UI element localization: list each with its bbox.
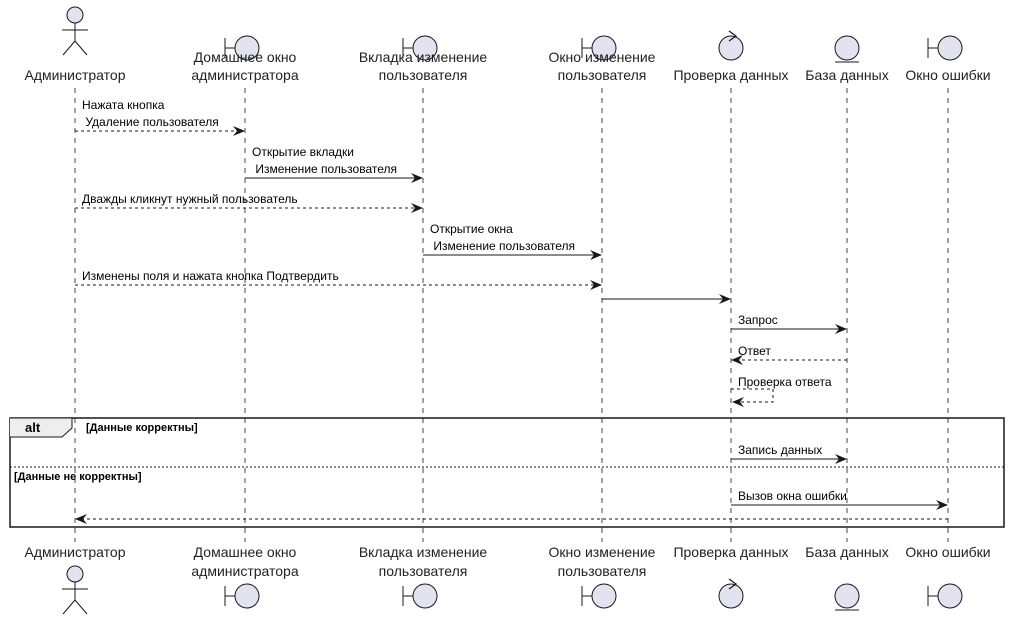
participant-top-db: База данных	[805, 35, 889, 83]
participant-label: Вкладка изменение	[359, 49, 488, 65]
participant-label: Домашнее окно	[194, 544, 297, 560]
message-label: Нажата кнопка	[82, 98, 165, 112]
message-label: Запрос	[738, 313, 778, 327]
message: Открытие окна Изменение пользователя	[423, 222, 602, 260]
actor-icon	[62, 6, 88, 56]
participant-top-err: Окно ошибки	[905, 35, 991, 83]
message-arrow	[731, 388, 774, 407]
message: Открытие вкладки Изменение пользователя	[245, 145, 423, 183]
participant-label: пользователя	[558, 563, 647, 579]
participant-bottom-home: Домашнее окно администратора	[191, 544, 299, 609]
alt-keyword-tab	[10, 417, 73, 438]
message-label: Изменение пользователя	[252, 162, 397, 176]
participant-label: пользователя	[558, 67, 647, 83]
message-label: Дважды кликнут нужный пользователь	[82, 192, 298, 206]
participant-label: администратора	[191, 67, 298, 83]
message: Ответ	[731, 344, 847, 365]
participant-label: База данных	[805, 544, 888, 560]
control-icon	[718, 30, 744, 61]
message-label: Открытие окна	[430, 222, 513, 236]
message: Запрос	[731, 313, 847, 334]
control-icon	[718, 578, 744, 609]
participant-label: База данных	[805, 67, 888, 83]
message: Нажата кнопка Удаление пользователя	[75, 98, 245, 136]
alt-guard-correct: [Данные корректны]	[86, 422, 198, 434]
participant-label: Окно изменение	[549, 49, 656, 65]
boundary-icon	[581, 583, 617, 609]
boundary-icon	[224, 583, 260, 609]
message-label: Удаление пользователя	[82, 115, 219, 129]
participant-label: Вкладка изменение	[359, 544, 488, 560]
alt-guard-incorrect: [Данные не корректны]	[14, 471, 142, 483]
boundary-icon	[581, 35, 617, 61]
messages: Нажата кнопка Удаление пользователяОткры…	[75, 98, 948, 524]
message-label: Ответ	[738, 344, 771, 358]
message: Запись данных	[731, 443, 847, 464]
participant-label: пользователя	[379, 563, 468, 579]
entity-icon	[834, 35, 860, 63]
participant-label: Администратор	[24, 544, 125, 560]
entity-icon	[834, 583, 860, 611]
lifelines	[74, 88, 949, 542]
participant-bottom-db: База данных	[805, 544, 889, 611]
participant-label: Проверка данных	[673, 67, 788, 83]
participant-bottom-check: Проверка данных	[673, 544, 789, 609]
participant-label: администратора	[191, 563, 298, 579]
participant-top-home: Домашнее окно администратора	[191, 35, 299, 83]
boundary-icon	[402, 35, 438, 61]
participant-top-check: Проверка данных	[673, 30, 789, 83]
participant-label: Окно ошибки	[905, 67, 990, 83]
participant-label: Проверка данных	[673, 544, 788, 560]
message-label: Изменены поля и нажата кнопка Подтвердит…	[82, 269, 339, 283]
message: Дважды кликнут нужный пользователь	[75, 192, 423, 213]
participant-label: Домашнее окно	[194, 49, 297, 65]
message: Вызов окна ошибки	[731, 489, 948, 510]
message: Изменены поля и нажата кнопка Подтвердит…	[75, 269, 602, 290]
message: Проверка ответа	[731, 375, 832, 407]
participant-bottom-err: Окно ошибки	[905, 544, 991, 609]
participant-top-win: Окно изменение пользователя	[549, 35, 656, 83]
participant-label: пользователя	[379, 67, 468, 83]
message-label: Открытие вкладки	[252, 145, 354, 159]
alt-fragment-frame	[9, 417, 1005, 528]
participant-bottom-win: Окно изменение пользователя	[549, 544, 656, 609]
message-label: Запись данных	[738, 443, 822, 457]
alt-keyword: alt	[25, 420, 41, 435]
alt-fragment: alt [Данные корректны] [Данные не коррек…	[9, 417, 1005, 528]
message-label: Вызов окна ошибки	[738, 489, 847, 503]
boundary-icon	[224, 35, 260, 61]
participant-bottom-tab: Вкладка изменение пользователя	[359, 544, 488, 609]
message-label: Изменение пользователя	[430, 239, 575, 253]
participant-label: Администратор	[24, 67, 125, 83]
participant-top-admin: Администратор	[24, 6, 126, 83]
participant-label: Окно изменение	[549, 544, 656, 560]
boundary-icon	[927, 583, 963, 609]
participant-bottom-admin: Администратор	[24, 544, 126, 615]
actor-icon	[62, 565, 88, 615]
boundary-icon	[927, 35, 963, 61]
boundary-icon	[402, 583, 438, 609]
participant-label: Окно ошибки	[905, 544, 990, 560]
participant-top-tab: Вкладка изменение пользователя	[359, 35, 488, 83]
message-label: Проверка ответа	[738, 375, 832, 389]
